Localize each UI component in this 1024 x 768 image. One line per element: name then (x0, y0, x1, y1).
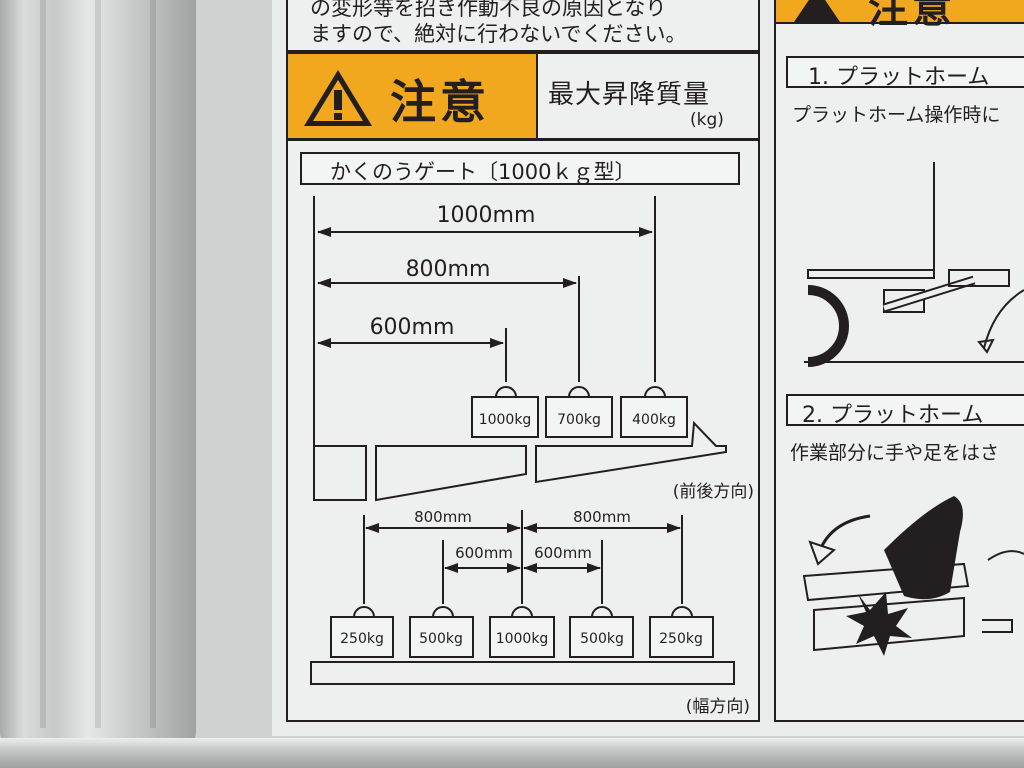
section1-title-box: 1. プラットホーム (786, 56, 1024, 90)
distance-label: 1000mm (437, 203, 536, 228)
weight-block-250kg-left: 250kg (330, 606, 394, 658)
distance-label: 600mm (534, 544, 592, 562)
distance-label: 800mm (573, 508, 631, 526)
platform-operation-illustration (804, 162, 1024, 367)
section2-title: 2. プラットホーム (802, 403, 984, 428)
aluminum-frame-bottom (0, 738, 1024, 768)
rail-groove (95, 0, 101, 728)
distance-label: 800mm (406, 257, 491, 282)
weight-label: 1000kg (479, 412, 532, 428)
warning-triangle-icon (304, 70, 372, 126)
aluminum-frame-rail (0, 0, 196, 748)
top-text-line1: の変形等を招き作動不良の原因となり (310, 0, 667, 20)
weight-block-500kg-right: 500kg (569, 606, 634, 658)
warning-triangle-icon (794, 0, 840, 22)
gate-model-box: かくのうゲート〔1000ｋｇ型〕 (300, 152, 740, 185)
weight-label: 500kg (419, 631, 463, 647)
weight-block-400kg: 400kg (620, 386, 688, 438)
weight-label: 250kg (659, 631, 703, 647)
rail-groove (40, 0, 46, 728)
hand-pinch-warning-illustration (802, 496, 1024, 656)
direction-label: (幅方向) (686, 697, 750, 717)
platform-width-bar (310, 661, 735, 685)
section1-title: 1. プラットホーム (808, 65, 990, 90)
top-warning-panel: の変形等を招き作動不良の原因となり ますので、絶対に行わないでください。 (286, 0, 760, 52)
caution-label: 注意 (868, 0, 956, 32)
gate-platform-outer (535, 420, 727, 484)
max-load-title: 最大昇降質量 (548, 80, 711, 110)
weight-block-1000kg: 1000kg (471, 386, 539, 438)
gate-model-label: かくのうゲート〔1000ｋｇ型〕 (330, 160, 636, 184)
right-caution-banner: 注意 (774, 0, 1024, 32)
divider-line (286, 138, 760, 141)
weight-block-500kg-left: 500kg (409, 606, 474, 658)
weight-block-1000kg-center: 1000kg (489, 606, 555, 658)
weight-label: 700kg (557, 412, 601, 428)
rail-groove (150, 0, 156, 728)
gate-post (313, 445, 367, 501)
weight-label: 1000kg (496, 631, 549, 647)
direction-label: (前後方向) (673, 482, 754, 502)
distance-label: 600mm (370, 315, 455, 340)
weight-label: 500kg (580, 631, 624, 647)
top-text-line2: ますので、絶対に行わないでください。 (310, 22, 687, 46)
section1-text: プラットホーム操作時に (792, 104, 1001, 126)
weight-block-250kg-right: 250kg (649, 606, 714, 658)
distance-label: 800mm (414, 508, 472, 526)
section2-title-box: 2. プラットホーム (786, 394, 1024, 428)
distance-label: 600mm (455, 544, 513, 562)
gate-platform-inner (375, 445, 527, 502)
caution-label: 注意 (390, 75, 490, 129)
caution-banner: 注意 (286, 52, 538, 140)
weight-label: 400kg (632, 412, 676, 428)
weight-label: 250kg (340, 631, 384, 647)
section2-text: 作業部分に手や足をはさ (790, 442, 1000, 464)
weight-block-700kg: 700kg (545, 386, 613, 438)
max-load-unit: (kg) (690, 110, 724, 130)
